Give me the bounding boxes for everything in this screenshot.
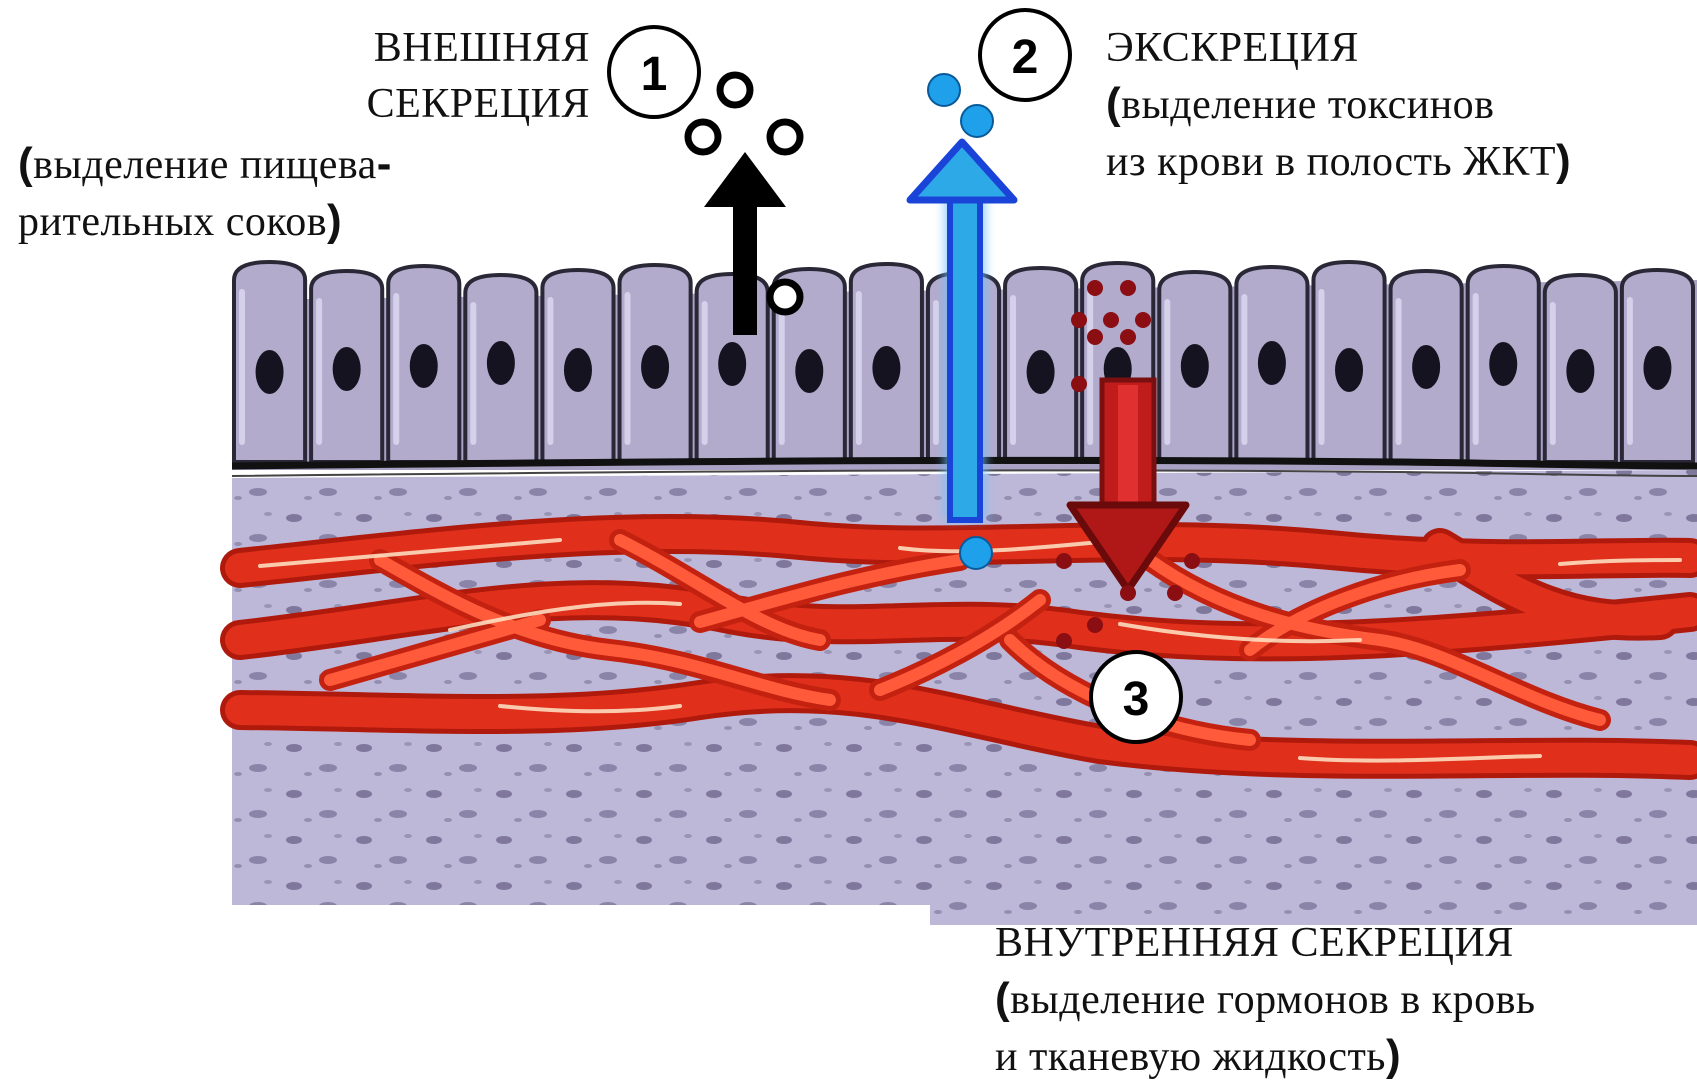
- internal-secretion-title: ВНУТРЕННЯЯ СЕКРЕЦИЯ: [995, 915, 1536, 971]
- excretion-label: ЭКСКРЕЦИЯ (выделение токсинов из крови в…: [1106, 20, 1571, 190]
- badge-2: 2: [980, 10, 1070, 100]
- cell-nucleus: [1489, 342, 1517, 386]
- excretion-desc-1: выделение токсинов: [1121, 82, 1494, 128]
- cell-nucleus: [1412, 345, 1440, 389]
- cell-nucleus: [1181, 344, 1209, 388]
- svg-text:3: 3: [1123, 673, 1150, 726]
- excretion-title: ЭКСКРЕЦИЯ: [1106, 20, 1571, 76]
- cell-nucleus: [1258, 341, 1286, 385]
- cell-nucleus: [333, 347, 361, 391]
- cell-nucleus: [718, 342, 746, 386]
- internal-desc-1: выделение гормонов в кровь: [1010, 977, 1535, 1023]
- badge-1: 1: [609, 27, 699, 117]
- svg-text:1: 1: [641, 48, 668, 101]
- cell-nucleus: [410, 344, 438, 388]
- cell-nucleus: [564, 348, 592, 392]
- external-secretion-description: (выделение пищева- рительных соков): [18, 136, 392, 250]
- cell-nucleus: [1335, 348, 1363, 392]
- cell-nucleus: [1566, 349, 1594, 393]
- cell-nucleus: [1643, 346, 1671, 390]
- external-secretion-title: ВНЕШНЯЯ СЕКРЕЦИЯ: [280, 20, 590, 132]
- cell-nucleus: [1027, 350, 1055, 394]
- svg-text:2: 2: [1012, 31, 1039, 84]
- internal-desc-2: и тканевую жидкость: [995, 1034, 1386, 1080]
- cell-nucleus: [256, 350, 284, 394]
- excretion-desc-2: из крови в полость ЖКТ: [1106, 139, 1556, 185]
- cell-nucleus: [795, 349, 823, 393]
- internal-secretion-label: ВНУТРЕННЯЯ СЕКРЕЦИЯ (выделение гормонов …: [995, 915, 1536, 1085]
- badge-3: 3: [1091, 652, 1181, 742]
- cell-nucleus: [487, 341, 515, 385]
- cell-nucleus: [872, 346, 900, 390]
- cell-nucleus: [641, 345, 669, 389]
